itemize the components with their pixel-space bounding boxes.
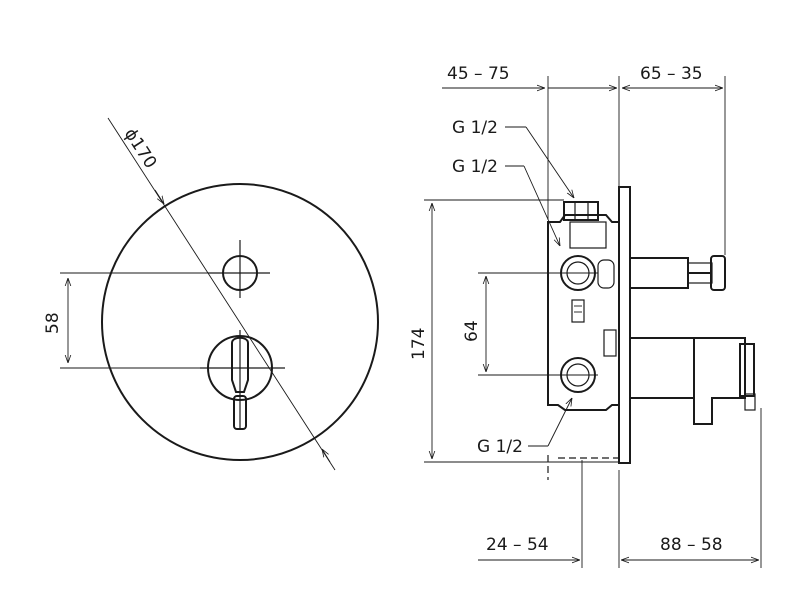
thread-label-top-1: G 1/2 — [452, 118, 498, 138]
port-spacing-dimension: 64 — [462, 272, 560, 376]
height-dimension: 174 — [409, 199, 619, 463]
diameter-dimension: ϕ170 — [107, 117, 336, 471]
front-view: ϕ170 58 — [43, 117, 379, 471]
dim-top-left: 45 – 75 — [447, 64, 510, 84]
valve-body — [547, 201, 620, 411]
front-plate-outline — [101, 183, 379, 461]
handle-spindle — [629, 337, 756, 425]
center-spacing-dimension: 58 — [43, 272, 222, 369]
dim-bottom-left: 24 – 54 — [486, 535, 549, 555]
top-dimensions: 45 – 75 65 – 35 — [442, 64, 726, 255]
thread-callouts: G 1/2 G 1/2 G 1/2 — [452, 118, 574, 457]
dim-bottom-right: 88 – 58 — [660, 535, 723, 555]
diverter-spindle — [629, 255, 726, 291]
mixer-handle — [200, 330, 285, 430]
upper-port — [548, 255, 598, 291]
dim-top-right: 65 – 35 — [640, 64, 703, 84]
diameter-label: ϕ170 — [120, 125, 161, 173]
thread-label-bottom: G 1/2 — [477, 437, 523, 457]
wall-plate — [618, 186, 631, 464]
bottom-dimensions: 24 – 54 88 – 58 — [478, 408, 762, 568]
port-spacing-label: 64 — [462, 320, 482, 342]
thread-label-top-2: G 1/2 — [452, 157, 498, 177]
side-view: 45 – 75 65 – 35 24 – 54 88 – 58 174 64 — [409, 64, 762, 568]
height-label: 174 — [409, 328, 429, 360]
center-spacing-label: 58 — [43, 312, 63, 334]
diverter-knob — [208, 240, 270, 298]
